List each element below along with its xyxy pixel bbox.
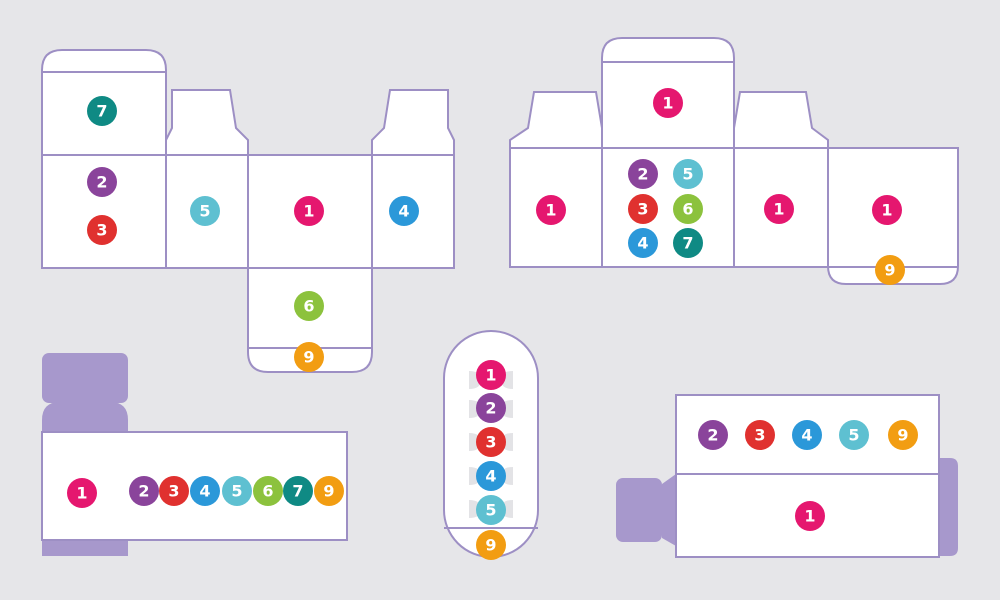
net-tuck-flap-left: [509, 91, 603, 149]
number-badge: 2: [628, 159, 658, 189]
svg-text:9: 9: [485, 536, 496, 555]
number-badge: 5: [190, 196, 220, 226]
svg-text:2: 2: [485, 399, 496, 418]
svg-text:4: 4: [637, 234, 648, 253]
number-badge: 1: [536, 195, 566, 225]
svg-text:7: 7: [96, 102, 107, 121]
svg-text:4: 4: [485, 467, 496, 486]
svg-text:9: 9: [884, 261, 895, 280]
svg-text:1: 1: [545, 201, 556, 220]
svg-text:6: 6: [262, 482, 273, 501]
svg-text:4: 4: [801, 426, 812, 445]
number-badge: 4: [190, 476, 220, 506]
svg-text:1: 1: [804, 507, 815, 526]
number-badge: 6: [294, 291, 324, 321]
svg-text:5: 5: [682, 165, 693, 184]
box-net-horizontal: [509, 37, 959, 285]
number-badge: 9: [294, 342, 324, 372]
svg-text:1: 1: [485, 366, 496, 385]
svg-text:2: 2: [96, 173, 107, 192]
svg-text:6: 6: [682, 200, 693, 219]
net-tuck-flap-mid: [733, 91, 829, 149]
number-badge: 2: [476, 393, 506, 423]
number-badge: 2: [87, 167, 117, 197]
svg-text:9: 9: [303, 348, 314, 367]
number-badge: 7: [673, 228, 703, 258]
number-badge: 3: [87, 215, 117, 245]
number-badge: 1: [67, 478, 97, 508]
svg-text:5: 5: [231, 482, 242, 501]
number-badge: 3: [628, 194, 658, 224]
svg-text:9: 9: [897, 426, 908, 445]
svg-text:3: 3: [754, 426, 765, 445]
number-badges: 7 2 3 5 1 4 6 9 1 1 2 5 3 6 4 7 1 1 9 1 …: [67, 88, 918, 560]
number-badge: 3: [745, 420, 775, 450]
svg-text:2: 2: [707, 426, 718, 445]
svg-text:2: 2: [637, 165, 648, 184]
number-badge: 1: [764, 194, 794, 224]
number-badge: 1: [795, 501, 825, 531]
number-badge: 4: [628, 228, 658, 258]
number-badge: 4: [389, 196, 419, 226]
svg-text:1: 1: [76, 484, 87, 503]
number-badge: 6: [253, 476, 283, 506]
svg-text:1: 1: [662, 94, 673, 113]
svg-text:7: 7: [292, 482, 303, 501]
number-badge: 9: [888, 420, 918, 450]
svg-text:3: 3: [96, 221, 107, 240]
svg-text:4: 4: [398, 202, 409, 221]
number-badge: 7: [87, 96, 117, 126]
svg-text:3: 3: [637, 200, 648, 219]
number-badge: 9: [476, 530, 506, 560]
net-tuck-flap-left: [165, 89, 249, 156]
number-badge: 9: [314, 476, 344, 506]
net-tuck-flap-right: [371, 89, 455, 156]
svg-text:2: 2: [138, 482, 149, 501]
number-badge: 4: [476, 461, 506, 491]
svg-text:3: 3: [168, 482, 179, 501]
number-badge: 9: [875, 255, 905, 285]
number-badge: 4: [792, 420, 822, 450]
net-panel-front: [601, 147, 735, 268]
svg-text:4: 4: [199, 482, 210, 501]
number-badge: 5: [476, 495, 506, 525]
svg-text:1: 1: [881, 201, 892, 220]
number-badge: 5: [222, 476, 252, 506]
number-badge: 1: [872, 195, 902, 225]
number-badge: 3: [476, 427, 506, 457]
number-badge: 1: [476, 360, 506, 390]
number-badge: 1: [653, 88, 683, 118]
number-badge: 2: [129, 476, 159, 506]
svg-text:3: 3: [485, 433, 496, 452]
number-badge: 5: [673, 159, 703, 189]
svg-text:5: 5: [848, 426, 859, 445]
svg-text:6: 6: [303, 297, 314, 316]
number-badge: 1: [294, 196, 324, 226]
bottle-cap: [42, 353, 128, 403]
bottle-base: [938, 458, 958, 556]
bottle-label-view: [41, 353, 348, 556]
svg-text:7: 7: [682, 234, 693, 253]
bottle-side-view: [616, 394, 958, 558]
bottle-cap: [616, 478, 662, 542]
bottle-neck: [662, 474, 676, 546]
svg-text:5: 5: [199, 202, 210, 221]
svg-text:9: 9: [323, 482, 334, 501]
number-badge: 3: [159, 476, 189, 506]
svg-text:5: 5: [485, 501, 496, 520]
number-badge: 6: [673, 194, 703, 224]
number-badge: 2: [698, 420, 728, 450]
svg-text:1: 1: [773, 200, 784, 219]
number-badge: 7: [283, 476, 313, 506]
svg-text:1: 1: [303, 202, 314, 221]
number-badge: 5: [839, 420, 869, 450]
